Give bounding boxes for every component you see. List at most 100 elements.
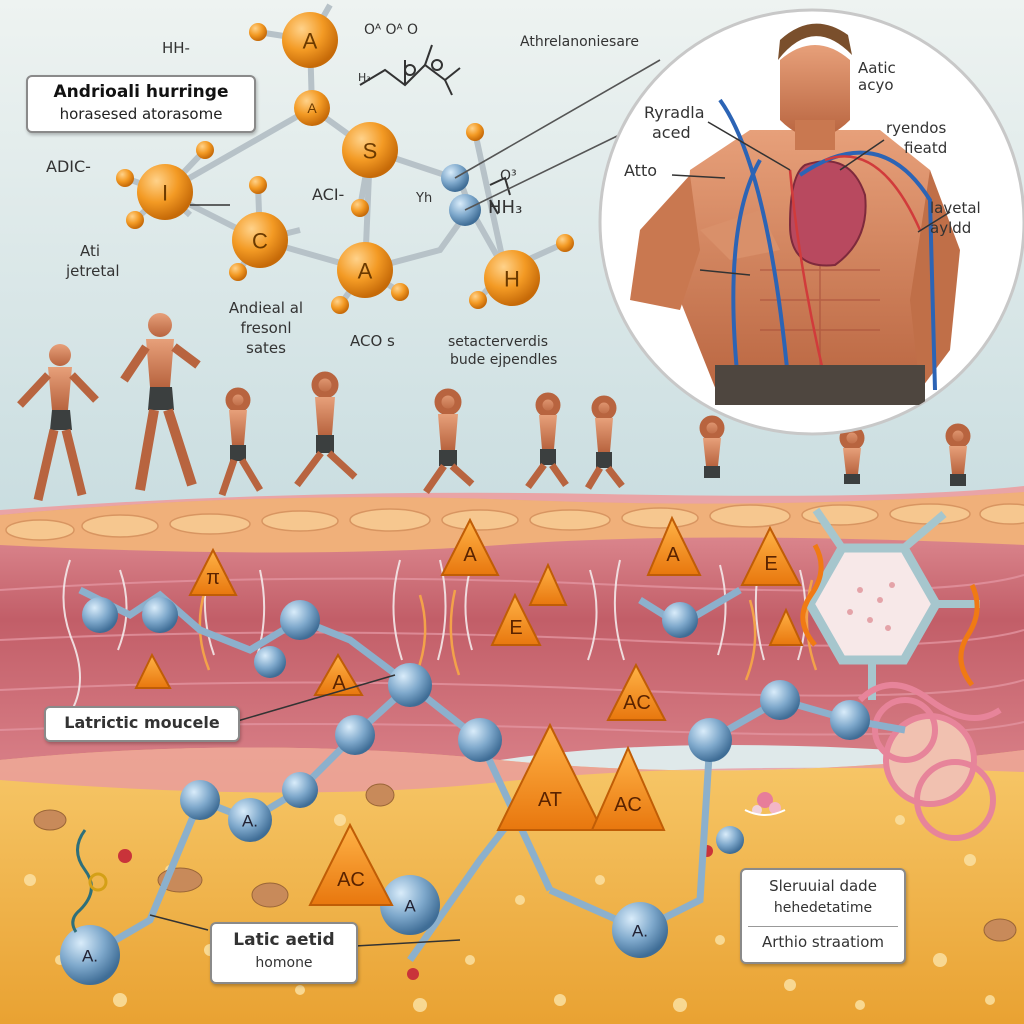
triangle-label: E bbox=[764, 553, 777, 575]
chain-node-label: A. bbox=[82, 947, 98, 966]
chain-nodes: A. A. A A. bbox=[60, 597, 870, 985]
triangle-marker bbox=[740, 525, 802, 586]
atom bbox=[232, 212, 288, 268]
runners bbox=[17, 313, 971, 502]
atom-label: S bbox=[363, 139, 378, 164]
triangle-marker bbox=[308, 822, 394, 906]
label-aci: ACI- bbox=[312, 185, 345, 204]
label-lactic-box: Latic aetid homone bbox=[210, 922, 358, 984]
chain-node-label: A. bbox=[632, 922, 648, 941]
label-ryradla: Ryradla bbox=[644, 103, 705, 122]
chain-node bbox=[380, 875, 440, 935]
label-adic: ADIC- bbox=[46, 157, 91, 176]
triangle-label: AC bbox=[337, 869, 365, 891]
triangle-label: E bbox=[509, 617, 522, 639]
label-ryendos: ryendos bbox=[886, 119, 947, 137]
left-arm bbox=[630, 175, 700, 310]
runner bbox=[17, 344, 99, 502]
triangle-marker bbox=[606, 662, 667, 721]
shorts bbox=[715, 365, 925, 405]
title-label-box: Andrioali hurringe horasesed atorasome bbox=[26, 75, 256, 133]
label-h3: H₃ bbox=[358, 71, 371, 84]
title-label-line2: horasesed atorasome bbox=[59, 105, 223, 123]
triangle-label: A bbox=[666, 544, 680, 566]
label-fresonl: fresonl bbox=[240, 319, 292, 337]
label-ayldd: ayldd bbox=[930, 219, 972, 237]
title-label-line1: Andrioali hurringe bbox=[53, 82, 229, 102]
atom bbox=[342, 122, 398, 178]
triangle-label: A bbox=[332, 672, 346, 694]
atom-label: A bbox=[303, 29, 318, 54]
label-aced: aced bbox=[652, 123, 691, 142]
atom-label: I bbox=[162, 181, 168, 206]
acid-triangles: π A A E E A AC AT AC AC bbox=[134, 515, 804, 906]
steroid-divider bbox=[748, 926, 898, 927]
triangle-marker bbox=[496, 722, 604, 831]
top-molecule-caps bbox=[116, 23, 574, 314]
label-fieatd: fieatd bbox=[904, 139, 948, 157]
label-hh: HH- bbox=[162, 39, 190, 57]
label-setac2: bude ejpendles bbox=[450, 352, 558, 368]
triangle-marker bbox=[313, 653, 364, 696]
atom bbox=[282, 12, 338, 68]
atom-label: H bbox=[504, 267, 520, 292]
label-steroid-line1: Sleruuial dade bbox=[769, 877, 877, 895]
label-ati: Ati bbox=[80, 242, 101, 260]
crossed-arm bbox=[700, 210, 780, 260]
label-sates: sates bbox=[246, 339, 286, 357]
triangle-marker bbox=[440, 517, 500, 576]
triangle-label: A bbox=[463, 544, 477, 566]
triangle-marker bbox=[490, 592, 542, 646]
label-yh: Yh bbox=[416, 191, 433, 206]
hair bbox=[778, 23, 852, 60]
triangle-marker bbox=[188, 547, 238, 596]
label-pointers bbox=[149, 204, 461, 947]
label-steroid-line2: hehedetatime bbox=[773, 900, 873, 916]
chain-node-label: A. bbox=[242, 812, 258, 831]
anatomy-inset bbox=[598, 8, 1024, 436]
triangle-label: π bbox=[206, 567, 220, 589]
paperclip-icon bbox=[71, 829, 108, 933]
label-andieal: Andieal al bbox=[228, 299, 304, 317]
label-formula: Oᴬ Oᴬ O bbox=[364, 22, 419, 38]
label-atto: Atto bbox=[624, 161, 657, 180]
hexagon-molecule bbox=[804, 507, 980, 700]
atom-label: C bbox=[252, 229, 268, 254]
right-arm bbox=[910, 170, 960, 390]
label-muscle: Latrictic moucele bbox=[64, 713, 220, 732]
chain-node-label: A bbox=[404, 897, 416, 916]
label-lavetal: lavetal bbox=[930, 199, 981, 217]
label-setac1: setacterverdis bbox=[448, 334, 549, 350]
atom bbox=[137, 164, 193, 220]
label-jetretal: jetretal bbox=[66, 262, 120, 280]
flame-strands bbox=[800, 543, 980, 687]
head bbox=[780, 45, 850, 138]
label-lactic-line1: Latic aetid bbox=[233, 930, 335, 950]
chain-node bbox=[612, 902, 668, 958]
label-steroid-box: Sleruuial dade hehedetatime Arthio straa… bbox=[740, 868, 906, 964]
label-athrel: Athrelanoniesare bbox=[520, 34, 639, 50]
label-steroid-line3: Arthio straatiom bbox=[761, 933, 884, 951]
atom bbox=[337, 242, 393, 298]
atom-label: A bbox=[307, 100, 317, 116]
triangle-marker bbox=[590, 745, 666, 831]
triangle-marker bbox=[646, 515, 702, 576]
label-acos: ACO s bbox=[350, 332, 395, 350]
triangle-label: AT bbox=[538, 789, 562, 811]
runner bbox=[120, 313, 201, 491]
label-o3: O³ bbox=[500, 168, 517, 184]
atom bbox=[294, 90, 330, 126]
top-molecule-atoms: A A S I C A H bbox=[137, 12, 540, 306]
atom bbox=[484, 250, 540, 306]
label-lactic-line2: homone bbox=[255, 955, 313, 971]
chain-node bbox=[60, 925, 120, 985]
label-aatic: Aatic acyo bbox=[858, 59, 896, 95]
chain-node bbox=[228, 798, 272, 842]
atom-label: A bbox=[358, 259, 373, 284]
triangle-label: AC bbox=[623, 692, 651, 714]
triangle-label: AC bbox=[614, 794, 642, 816]
label-hh3: HH₃ bbox=[488, 197, 523, 218]
inset-leaders bbox=[671, 121, 951, 276]
